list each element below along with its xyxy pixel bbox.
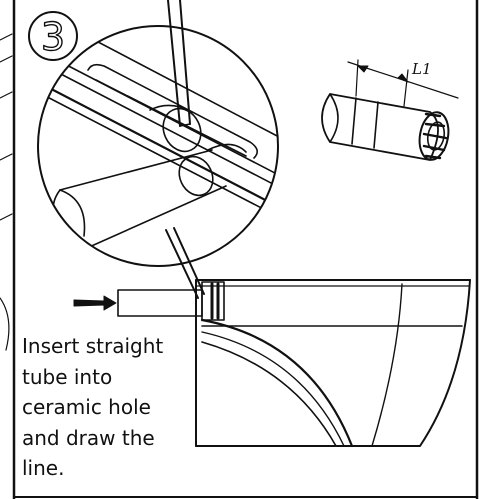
step-number-badge: 3 <box>28 11 78 61</box>
instruction-text: Insert straight tube into ceramic hole a… <box>22 334 164 480</box>
adjacent-panel-fragment <box>0 33 13 351</box>
panel-frame <box>12 0 479 499</box>
dimension-label: L1 <box>411 60 432 78</box>
step-number: 3 <box>41 15 65 59</box>
magnified-detail <box>37 0 279 299</box>
marker-pen <box>167 0 191 127</box>
toilet-bowl-view <box>73 279 471 448</box>
straight-tube-part: L1 <box>321 59 459 161</box>
